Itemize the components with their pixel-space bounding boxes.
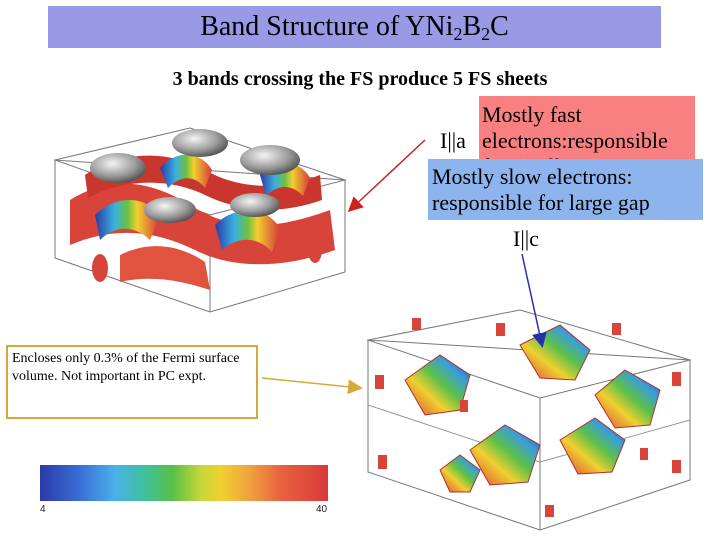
slide-title: Band Structure of YNi2B2C: [200, 11, 509, 44]
slide-subtitle: 3 bands crossing the FS produce 5 FS she…: [172, 68, 548, 90]
note-text: Encloses only 0.3% of the Fermi surface …: [12, 351, 240, 384]
blue-callout-box: [428, 159, 703, 220]
fermi-surface-bottom-image: [366, 309, 692, 531]
callout-arrow-note: [261, 377, 363, 395]
title-bar: [48, 6, 661, 48]
fermi-surface-top-image: [53, 127, 347, 313]
callout-arrow-a: [347, 139, 426, 213]
note-box: [6, 345, 258, 419]
scale-max-label: 40: [316, 504, 328, 515]
label-i-parallel-c: I||c: [513, 226, 539, 251]
callout-arrow-c: [521, 253, 547, 348]
label-i-parallel-a: I||a: [440, 128, 466, 153]
color-scale-bar: [40, 465, 328, 501]
scale-min-label: 4: [40, 504, 46, 515]
blue-callout-text: Mostly slow electrons: responsible for l…: [432, 164, 650, 215]
